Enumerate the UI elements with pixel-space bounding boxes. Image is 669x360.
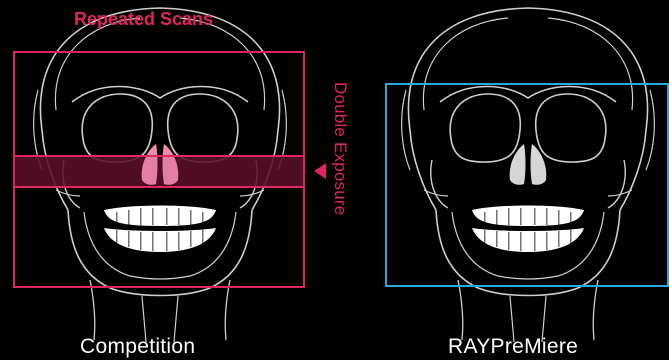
pointer-arrow-icon xyxy=(314,163,326,179)
caption-raypremiere: RAYPreMiere xyxy=(448,335,578,359)
double-exposure-band xyxy=(14,156,304,187)
scan-frame-single xyxy=(386,84,668,286)
skull-right xyxy=(402,8,655,342)
repeated-scans-label: Repeated Scans xyxy=(74,9,213,30)
caption-competition: Competition xyxy=(80,335,195,359)
double-exposure-label: Double Exposure xyxy=(330,82,350,215)
